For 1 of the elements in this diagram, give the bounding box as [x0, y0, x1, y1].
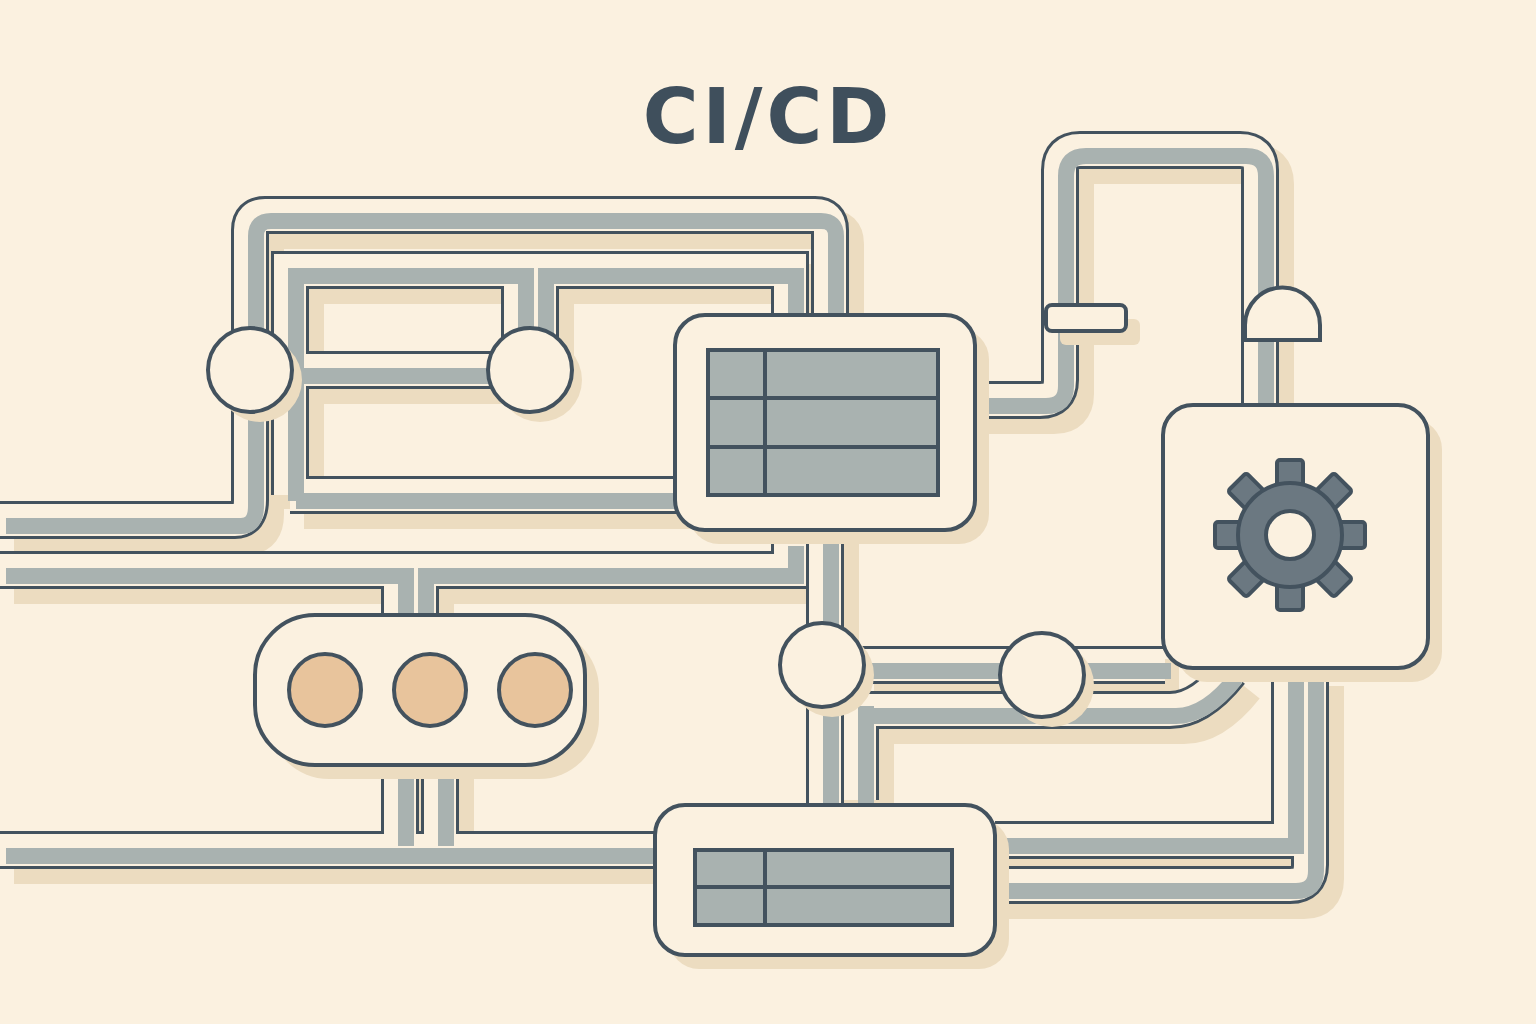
title: CI/CD	[641, 72, 895, 161]
